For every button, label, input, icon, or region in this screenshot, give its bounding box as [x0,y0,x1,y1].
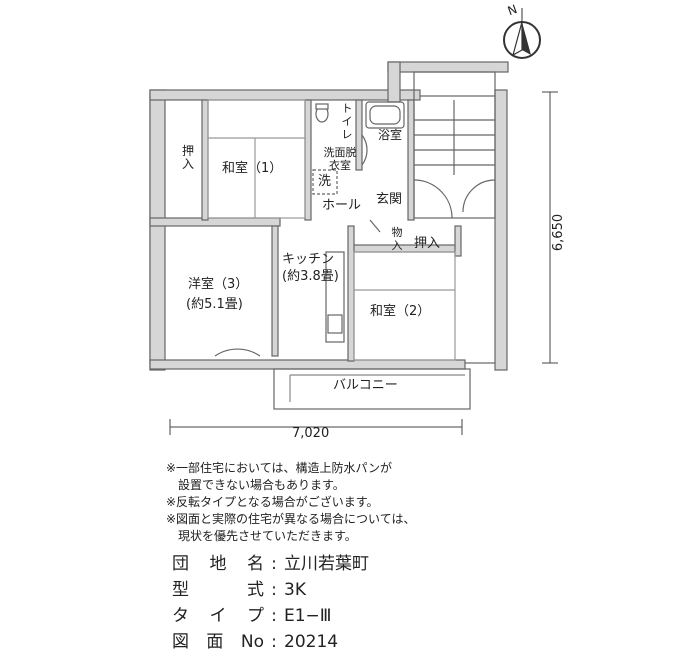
info-value: 立川若葉町 [284,554,369,574]
compass-icon [503,8,541,59]
dimension-lines [169,91,558,435]
info-row-drawing-no: 図面No:20214 [172,629,369,655]
dimension-width: 7,020 [292,426,330,441]
note-line: ※一部住宅においては、構造上防水パンが [166,461,393,475]
info-value: E1−Ⅲ [284,606,332,626]
room-oshiire-left: 押入 [181,144,194,171]
room-storage: 物入 [391,226,403,252]
room-youshitsu-3: 洋室（3） [188,277,249,292]
room-dressing: 洗面脱衣室 [323,146,357,172]
room-hall: ホール [322,198,362,213]
notes: ※一部住宅においては、構造上防水パンが 設置できない場合もあります。 ※反転タイ… [166,460,415,545]
room-youshitsu-3-size: (約5.1畳) [186,297,243,312]
room-toilet: トイレ [341,102,353,141]
room-kitchen-size: (約3.8畳) [282,269,339,284]
room-oshiire-right: 押入 [414,236,441,251]
note-line: ※図面と実際の住宅が異なる場合については、 [166,512,416,526]
info-label: 図面No [172,632,264,652]
note-line: 現状を優先させていただきます。 [166,529,357,543]
room-kitchen: キッチン [282,252,335,267]
property-info: 団地名:立川若葉町 型 式:3K タイプ:E1−Ⅲ 図面No:20214 [172,551,369,655]
note-line: 設置できない場合もあります。 [166,478,345,492]
info-row-complex: 団地名:立川若葉町 [172,551,369,577]
info-value: 20214 [284,632,339,652]
info-label: 型 式 [172,580,264,600]
plan-walls [149,61,509,410]
room-washitsu-1: 和室（1） [222,161,283,176]
room-bathroom: 浴室 [378,128,403,142]
info-row-type: 型 式:3K [172,577,369,603]
room-washitsu-2: 和室（2） [370,304,431,319]
info-value: 3K [284,580,306,600]
info-label: タイプ [172,606,264,626]
info-row-variant: タイプ:E1−Ⅲ [172,603,369,629]
room-washer: 洗 [318,174,332,189]
dimension-depth: 6,650 [551,213,567,252]
note-line: ※反転タイプとなる場合がございます。 [166,495,379,509]
room-balcony: バルコニー [333,378,398,393]
room-entrance: 玄関 [376,192,403,207]
info-label: 団地名 [172,554,264,574]
